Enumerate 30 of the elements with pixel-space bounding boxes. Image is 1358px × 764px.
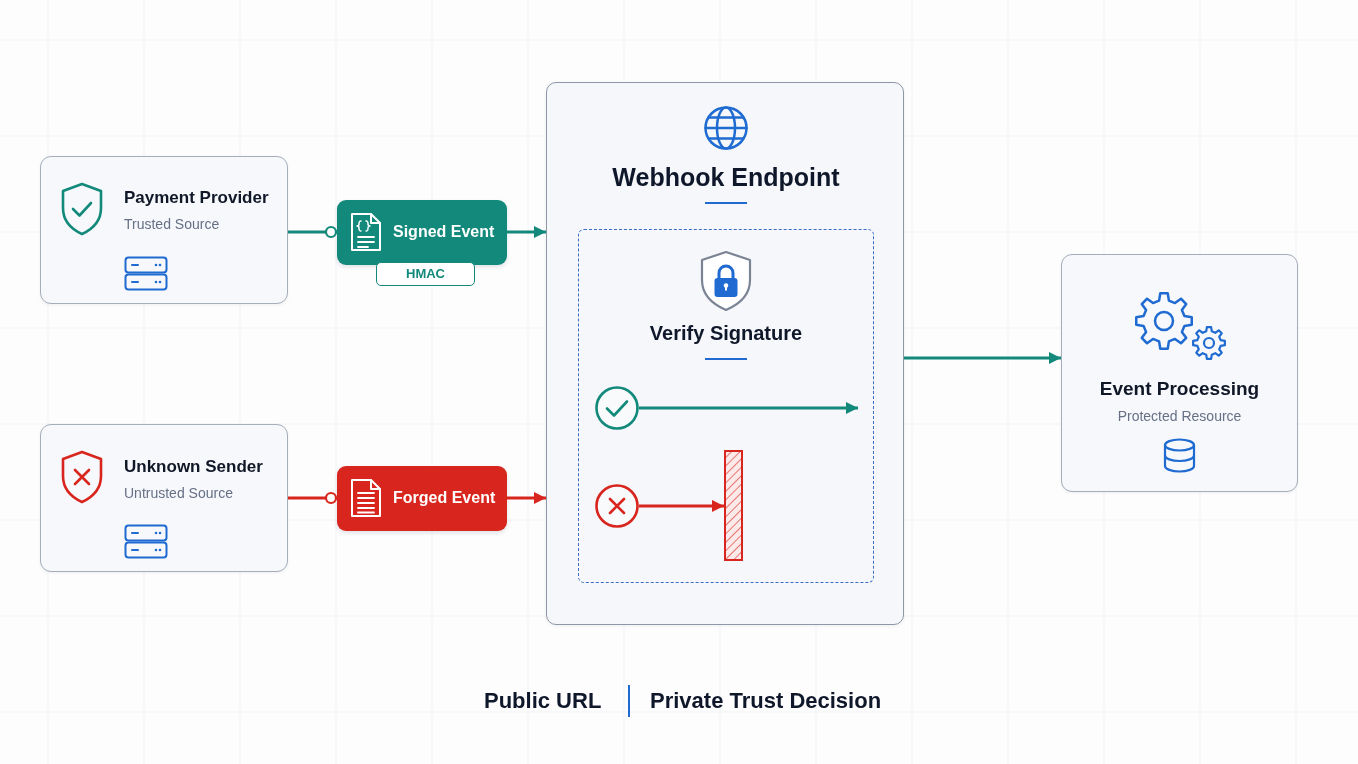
arrow	[904, 352, 1061, 364]
arrow	[639, 402, 858, 414]
event-label: Forged Event	[393, 488, 496, 508]
node-title: Unknown Sender	[124, 457, 263, 477]
endpoint-panel	[546, 82, 904, 625]
service-card	[1061, 254, 1298, 492]
sender-card	[40, 424, 288, 572]
arrow	[507, 226, 546, 238]
sender-card	[40, 156, 288, 304]
event-tag	[337, 466, 507, 531]
arrow	[507, 492, 546, 504]
signature-tag: HMAC	[376, 262, 475, 286]
node-title: Event Processing	[1099, 377, 1260, 401]
blocking-barrier	[724, 450, 743, 561]
event-label: Signed Event	[393, 222, 495, 242]
connector	[288, 491, 338, 505]
check-circle-icon	[595, 386, 639, 430]
arrow	[639, 500, 724, 512]
footer-label: Public URL	[484, 687, 602, 715]
footer-label: Private Trust Decision	[650, 687, 882, 715]
node-subtitle: Trusted Source	[124, 215, 220, 233]
event-tag	[337, 200, 507, 265]
panel-title: Verify Signature	[649, 321, 803, 346]
connector	[288, 225, 338, 239]
node-subtitle: Protected Resource	[1117, 407, 1242, 425]
cross-circle-icon	[595, 484, 639, 528]
panel-title: Webhook Endpoint	[612, 162, 840, 192]
node-subtitle: Untrusted Source	[124, 484, 233, 502]
verification-panel	[578, 229, 874, 583]
node-title: Payment Provider	[124, 188, 269, 208]
